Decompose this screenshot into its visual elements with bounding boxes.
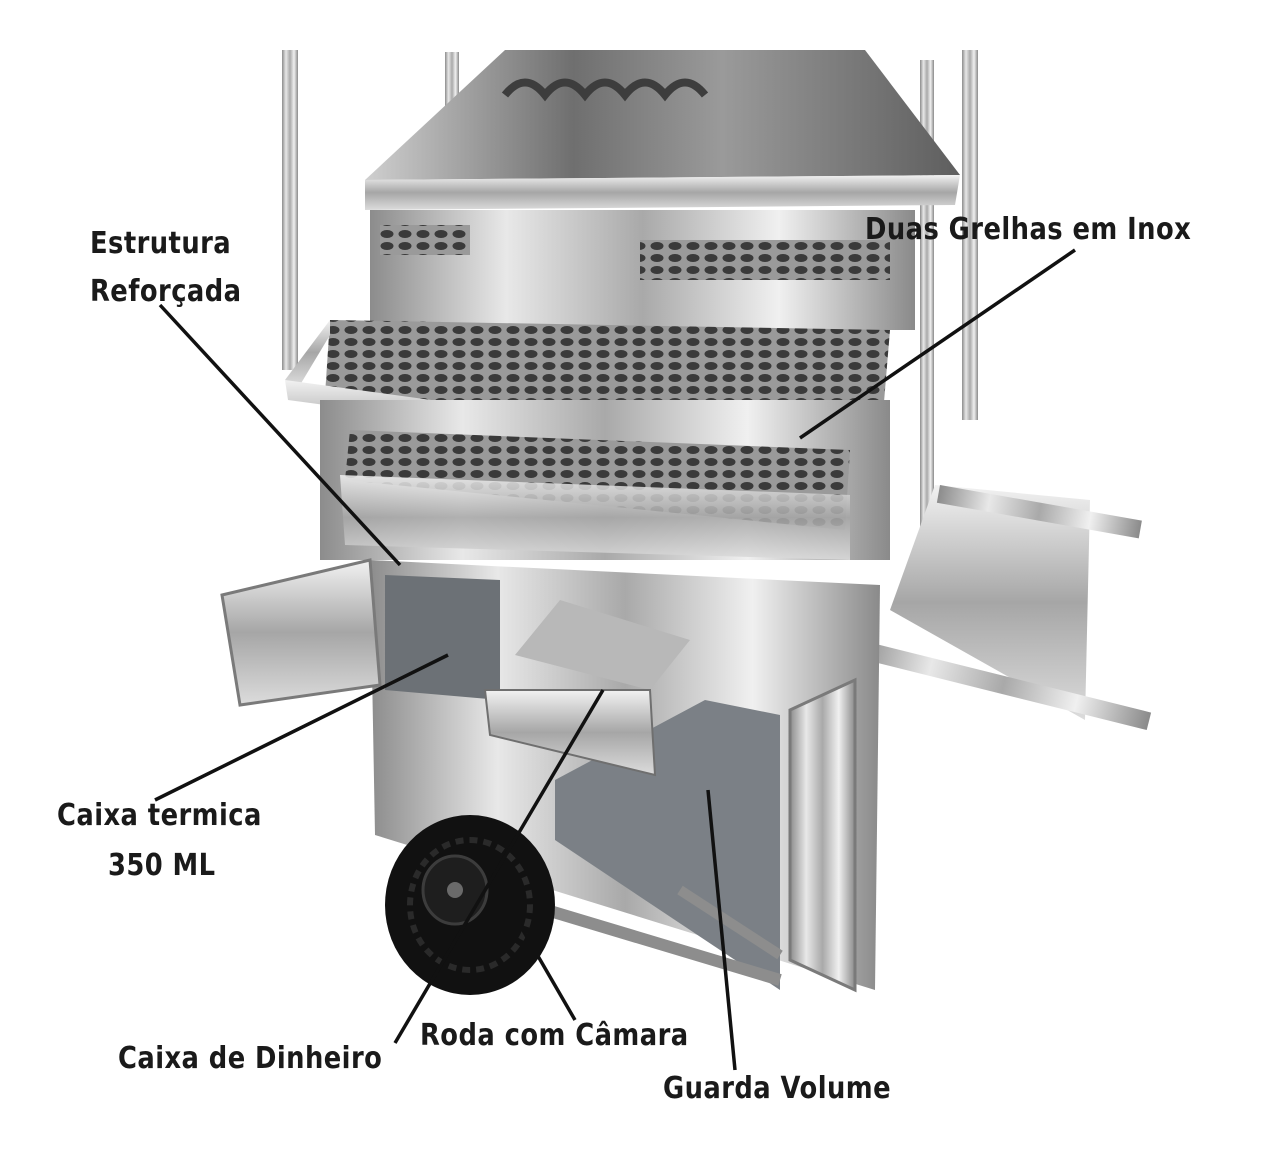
label-duas-grelhas: Duas Grelhas em Inox bbox=[865, 212, 1192, 247]
leader-caixa-termica bbox=[154, 653, 449, 802]
label-estrutura-line1: Estrutura bbox=[90, 226, 232, 261]
label-estrutura-line2: Reforçada bbox=[90, 274, 242, 309]
leader-lines bbox=[154, 248, 1076, 1071]
side-shelf bbox=[855, 484, 1152, 731]
label-guarda-volume: Guarda Volume bbox=[663, 1071, 892, 1106]
hood bbox=[365, 50, 960, 210]
cash-drawer bbox=[483, 600, 690, 777]
label-roda-camara: Roda com Câmara bbox=[420, 1018, 689, 1053]
leader-estrutura bbox=[158, 303, 402, 567]
lower-grill bbox=[320, 400, 890, 560]
grill-chamber bbox=[370, 210, 915, 330]
label-caixa-dinheiro: Caixa de Dinheiro bbox=[118, 1041, 383, 1076]
left-door bbox=[220, 558, 382, 707]
leader-grelhas bbox=[799, 248, 1076, 440]
leader-roda bbox=[518, 924, 577, 1021]
label-caixa-termica-line2: 350 ML bbox=[108, 848, 216, 883]
leader-caixa-dinheiro bbox=[393, 689, 605, 1044]
leader-guarda-volume bbox=[706, 789, 737, 1071]
label-caixa-termica-line1: Caixa termica bbox=[57, 798, 262, 833]
wheel bbox=[385, 815, 555, 995]
right-door bbox=[788, 677, 857, 993]
